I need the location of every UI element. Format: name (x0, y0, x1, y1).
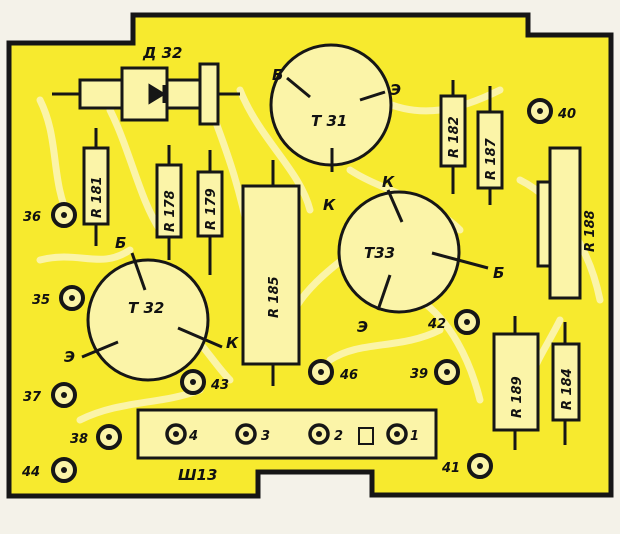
r188-label: R 188 (583, 210, 598, 252)
t33-base-lead (431, 251, 489, 270)
r189-label: R 189 (510, 376, 525, 418)
r179-label: R 179 (204, 188, 219, 230)
resistor-r182 (439, 80, 467, 194)
diode-d32 (52, 62, 240, 126)
connector-pin-1-label: 1 (410, 429, 419, 444)
pad-42-label: 42 (427, 317, 446, 332)
transistor-t32 (81, 252, 223, 382)
pad-43-label: 43 (210, 378, 229, 393)
r187-label: R 187 (484, 137, 499, 180)
r178-label: R 178 (163, 190, 178, 232)
t33-base-label: Б (493, 264, 504, 282)
t31-base-lead (286, 76, 311, 99)
t32-label: Т 32 (128, 299, 164, 317)
t33-emitter-lead (376, 274, 392, 311)
transistor-t33 (337, 189, 489, 314)
t33-label: Т33 (364, 244, 395, 262)
resistor-r189 (492, 316, 540, 450)
connector-pin-4-label: 4 (188, 429, 198, 444)
t32-emitter-lead (81, 340, 119, 359)
resistor-r185 (241, 160, 301, 386)
r182-label: R 182 (447, 116, 462, 158)
t31-collector-label: К (323, 196, 336, 214)
r181-label: R 181 (90, 176, 105, 218)
pad-37-label: 37 (23, 390, 42, 405)
transistor-t31 (269, 43, 393, 172)
t32-collector-lead (177, 326, 223, 349)
t32-collector-label: К (226, 334, 239, 352)
t31-base-label: Б (272, 66, 283, 84)
pad-41-label: 41 (441, 461, 460, 476)
pad-36-label: 36 (23, 210, 41, 225)
t31-emitter-lead (359, 90, 386, 102)
resistor-r188 (536, 146, 582, 300)
pad-40-label: 40 (557, 107, 576, 122)
t33-emitter-label: Э (357, 318, 368, 336)
pad-39-label: 39 (410, 367, 428, 382)
r185-label: R 185 (267, 276, 282, 318)
t33-collector-lead (386, 189, 404, 223)
connector-pin-2-label: 2 (334, 429, 343, 444)
t32-base-label: Б (115, 234, 126, 252)
t31-label: Т 31 (311, 112, 347, 130)
pad-38-label: 38 (70, 432, 88, 447)
resistor-r178 (155, 145, 183, 260)
diode-label: Д 32 (142, 44, 182, 62)
pad-44-label: 44 (21, 465, 40, 480)
resistor-r187 (476, 86, 504, 205)
t32-base-lead (130, 252, 147, 291)
t32-emitter-label: Э (64, 348, 75, 366)
t33-collector-label: К (382, 173, 395, 191)
pad-46-label: 46 (339, 368, 358, 383)
resistor-r184 (551, 322, 581, 445)
connector-pin-3-label: 3 (261, 429, 270, 444)
resistor-r179 (196, 150, 224, 275)
connector-label: Ш13 (178, 466, 217, 484)
t31-emitter-label: Э (390, 81, 401, 99)
pad-35-label: 35 (32, 293, 50, 308)
r184-label: R 184 (560, 368, 575, 410)
resistor-r181 (82, 128, 110, 246)
